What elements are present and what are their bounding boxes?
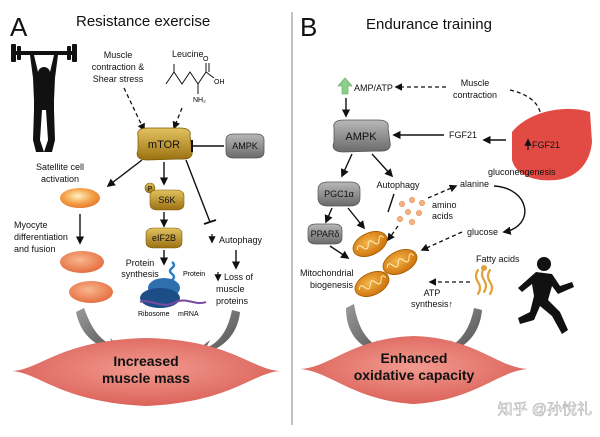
loss-line1: Loss of bbox=[224, 272, 254, 282]
loss-line3: proteins bbox=[216, 296, 249, 306]
ribosome-icon bbox=[139, 278, 207, 308]
pgc1a-label: PGC1α bbox=[324, 189, 354, 199]
amp-atp-label: AMP/ATP bbox=[354, 83, 393, 93]
liver-fgf21-label: FGF21 bbox=[532, 140, 560, 150]
protein-label: Protein bbox=[183, 271, 205, 278]
mrna-label: mRNA bbox=[178, 311, 199, 318]
s6k-phospho-badge bbox=[144, 182, 156, 194]
mtor-autophagy-bar bbox=[203, 219, 217, 225]
protein-chain-icon bbox=[168, 261, 176, 281]
a-leucine-to-mtor-arrow bbox=[172, 107, 183, 130]
atp-line1: ATP bbox=[424, 288, 441, 298]
a-muscle-contraction-line3: Shear stress bbox=[93, 74, 144, 84]
mitochondria-group bbox=[352, 231, 418, 297]
amino-line1: amino bbox=[432, 200, 457, 210]
b-autophagy-label: Autophagy bbox=[376, 180, 420, 190]
a-ampk-label: AMPK bbox=[232, 141, 258, 151]
protein-synthesis-line2: synthesis bbox=[121, 269, 159, 279]
s6k-node bbox=[149, 189, 185, 211]
loss-line2: muscle bbox=[216, 284, 245, 294]
mitochondrion-1 bbox=[352, 231, 388, 257]
satellite-line2: activation bbox=[41, 174, 79, 184]
panel-b-letter: B bbox=[300, 12, 317, 42]
pgc1a-to-mito-arrow bbox=[347, 207, 366, 230]
leucine-nh2: NH₂ bbox=[193, 97, 206, 104]
pgc1a-node bbox=[317, 181, 361, 207]
a-muscle-shape bbox=[12, 338, 280, 406]
mito-biogenesis-line2: biogenesis bbox=[310, 280, 354, 290]
panel-a: A Resistance exercise Muscle contraction… bbox=[10, 12, 280, 406]
ribosome-label: Ribosome bbox=[138, 311, 170, 318]
amino-to-alanine-arrow bbox=[427, 184, 458, 199]
a-outcome-line1: Increased bbox=[113, 353, 178, 369]
autophagy-to-amino-link bbox=[387, 193, 395, 213]
mitochondrion-3 bbox=[354, 271, 390, 297]
amino-line2: acids bbox=[432, 211, 454, 221]
leucine-o: O bbox=[203, 56, 209, 63]
gluconeogenesis-label: gluconeogenesis bbox=[488, 167, 556, 177]
a-muscle-contraction-line1: Muscle bbox=[104, 50, 133, 60]
mtor-inhibits-autophagy bbox=[185, 159, 211, 223]
protein-synthesis-line1: Protein bbox=[126, 258, 155, 268]
atp-line2: synthesis↑ bbox=[411, 299, 453, 309]
eif2b-node bbox=[145, 227, 183, 249]
s6k-p-label: P bbox=[148, 186, 153, 193]
b-contraction-line1: Muscle bbox=[461, 78, 490, 88]
myocyte-line1: Myocyte bbox=[14, 220, 48, 230]
b-ampk-node bbox=[332, 119, 391, 153]
myocyte-2 bbox=[69, 281, 113, 303]
panel-a-letter: A bbox=[10, 12, 28, 42]
ampk-to-autophagy-arrow bbox=[371, 153, 394, 178]
gluconeogenesis-cycle-arrow bbox=[493, 185, 526, 235]
leucine-oh: OH bbox=[214, 79, 225, 86]
eif2b-label: eIF2B bbox=[152, 233, 176, 243]
liver-shape bbox=[512, 108, 592, 181]
b-contraction-line2: contraction bbox=[453, 90, 497, 100]
amp-atp-up-icon bbox=[337, 77, 353, 95]
ppard-node bbox=[307, 223, 343, 245]
glucose-label: glucose bbox=[467, 227, 498, 237]
a-autophagy-label: Autophagy bbox=[219, 235, 263, 245]
satellite-line1: Satellite cell bbox=[36, 162, 84, 172]
myocyte-line2: differentiation bbox=[14, 232, 68, 242]
a-muscle-contraction-line2: contraction & bbox=[92, 62, 145, 72]
a-contraction-to-mtor-arrow bbox=[123, 87, 145, 132]
a-ampk-node bbox=[225, 133, 265, 159]
amino-to-mito-arrow bbox=[387, 225, 399, 242]
b-ampk-label: AMPK bbox=[345, 131, 377, 143]
pgc1a-to-ppard-arrow bbox=[324, 207, 333, 224]
panel-a-title: Resistance exercise bbox=[76, 13, 210, 30]
myocyte-line3: and fusion bbox=[14, 244, 56, 254]
panel-b-title: Endurance training bbox=[366, 16, 492, 33]
ppard-to-mito-arrow bbox=[329, 245, 350, 259]
mtor-label: mTOR bbox=[148, 139, 180, 151]
fatty-acid-icon bbox=[474, 265, 494, 296]
mito-biogenesis-line1: Mitochondrial bbox=[300, 268, 354, 278]
glucose-to-mito-arrow bbox=[420, 231, 463, 251]
weightlifter-icon bbox=[11, 44, 77, 152]
mtor-to-satellite-arrow bbox=[106, 159, 143, 188]
satellite-cell bbox=[60, 188, 100, 208]
runner-icon bbox=[518, 257, 574, 334]
alanine-label: alanine bbox=[460, 179, 489, 189]
ampk-to-pgc1a-arrow bbox=[340, 153, 353, 178]
s6k-label: S6K bbox=[158, 195, 175, 205]
fatty-acids-label: Fatty acids bbox=[476, 254, 520, 264]
b-outcome-line2: oxidative capacity bbox=[354, 367, 475, 383]
mitochondrion-2 bbox=[382, 249, 418, 275]
b-muscle-shape bbox=[300, 336, 528, 404]
amino-acid-dots bbox=[396, 196, 426, 226]
leucine-label: Leucine bbox=[172, 49, 204, 59]
b-outcome-line1: Enhanced bbox=[381, 350, 448, 366]
fgf21-label: FGF21 bbox=[449, 130, 477, 140]
a-outcome-line2: muscle mass bbox=[102, 370, 190, 386]
leucine-structure-icon bbox=[165, 63, 215, 94]
watermark-text: 知乎 @孙悅礼 bbox=[498, 401, 592, 418]
ppard-label: PPARδ bbox=[311, 229, 340, 239]
panel-b: B Endurance training AMP/ATP Muscle cont… bbox=[300, 12, 592, 404]
myocyte-1 bbox=[60, 251, 104, 273]
